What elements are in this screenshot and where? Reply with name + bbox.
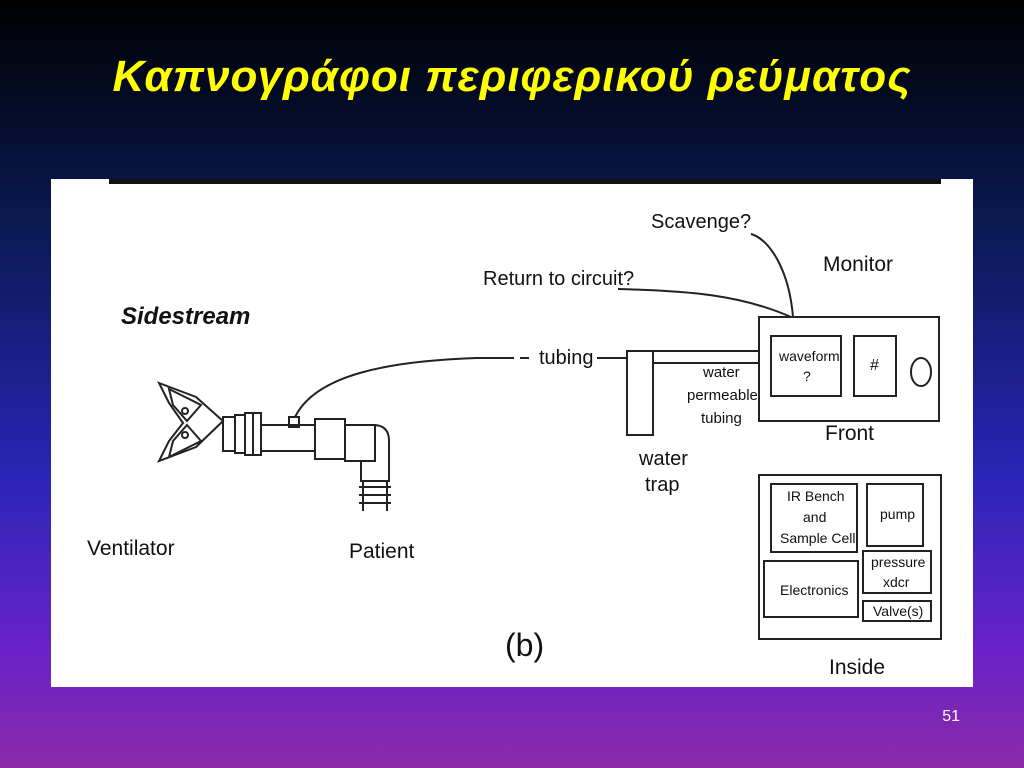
valves-box [862, 600, 932, 622]
monitor-label: Monitor [823, 253, 894, 276]
scavenge-line [750, 233, 794, 318]
diagram-drawing [109, 179, 942, 640]
patient-label: Patient [349, 540, 415, 563]
monitor-front-box [758, 316, 940, 422]
figure-caption: (b) [505, 627, 545, 663]
pump-label: pump [880, 506, 916, 522]
ir-bench-label-2: and [803, 509, 827, 525]
ventilator-label: Ventilator [87, 537, 175, 560]
scavenge-label: Scavenge? [651, 211, 752, 233]
sidestream-diagram: Sidestream Scavenge? Return to circuit? … [51, 179, 973, 687]
hash-box [853, 335, 897, 397]
ir-bench-box [770, 483, 858, 553]
front-label: Front [825, 422, 875, 445]
water-trap-shape [626, 350, 654, 436]
slide-number: 51 [942, 708, 960, 725]
ir-bench-label-1: IR Bench [787, 488, 845, 504]
inside-label: Inside [829, 656, 886, 679]
slide-title: Καπνογράφοι περιφερικού ρεύματος [112, 52, 912, 101]
knob-icon [910, 357, 932, 387]
ir-bench-label-3: Sample Cell [780, 530, 856, 546]
tubing-curve [294, 357, 477, 418]
water-permeable-line-2: permeable [687, 387, 758, 404]
monitor-inside-box [758, 474, 942, 640]
pressure-label-1: pressure [871, 554, 926, 570]
waveform-label-2: ? [803, 368, 811, 384]
waveform-box [770, 335, 842, 397]
pump-box [866, 483, 924, 547]
return-to-circuit-label: Return to circuit? [483, 268, 635, 290]
water-trap-label-2: trap [645, 474, 680, 496]
water-trap-label-1: water [639, 448, 688, 470]
valves-label: Valve(s) [873, 603, 924, 619]
water-permeable-line-3: tubing [701, 410, 742, 427]
return-line [617, 288, 792, 318]
hash-label: # [870, 357, 879, 374]
water-permeable-line-1: water [703, 364, 740, 381]
tubing-label: tubing [539, 347, 594, 369]
sidestream-heading: Sidestream [121, 303, 251, 330]
electronics-box [763, 560, 859, 618]
top-rule [109, 179, 941, 184]
pressure-box [862, 550, 932, 594]
electronics-label: Electronics [780, 582, 849, 598]
ventilator-icon [156, 381, 391, 511]
pressure-label-2: xdcr [883, 574, 910, 590]
waveform-label-1: waveform [779, 348, 840, 364]
